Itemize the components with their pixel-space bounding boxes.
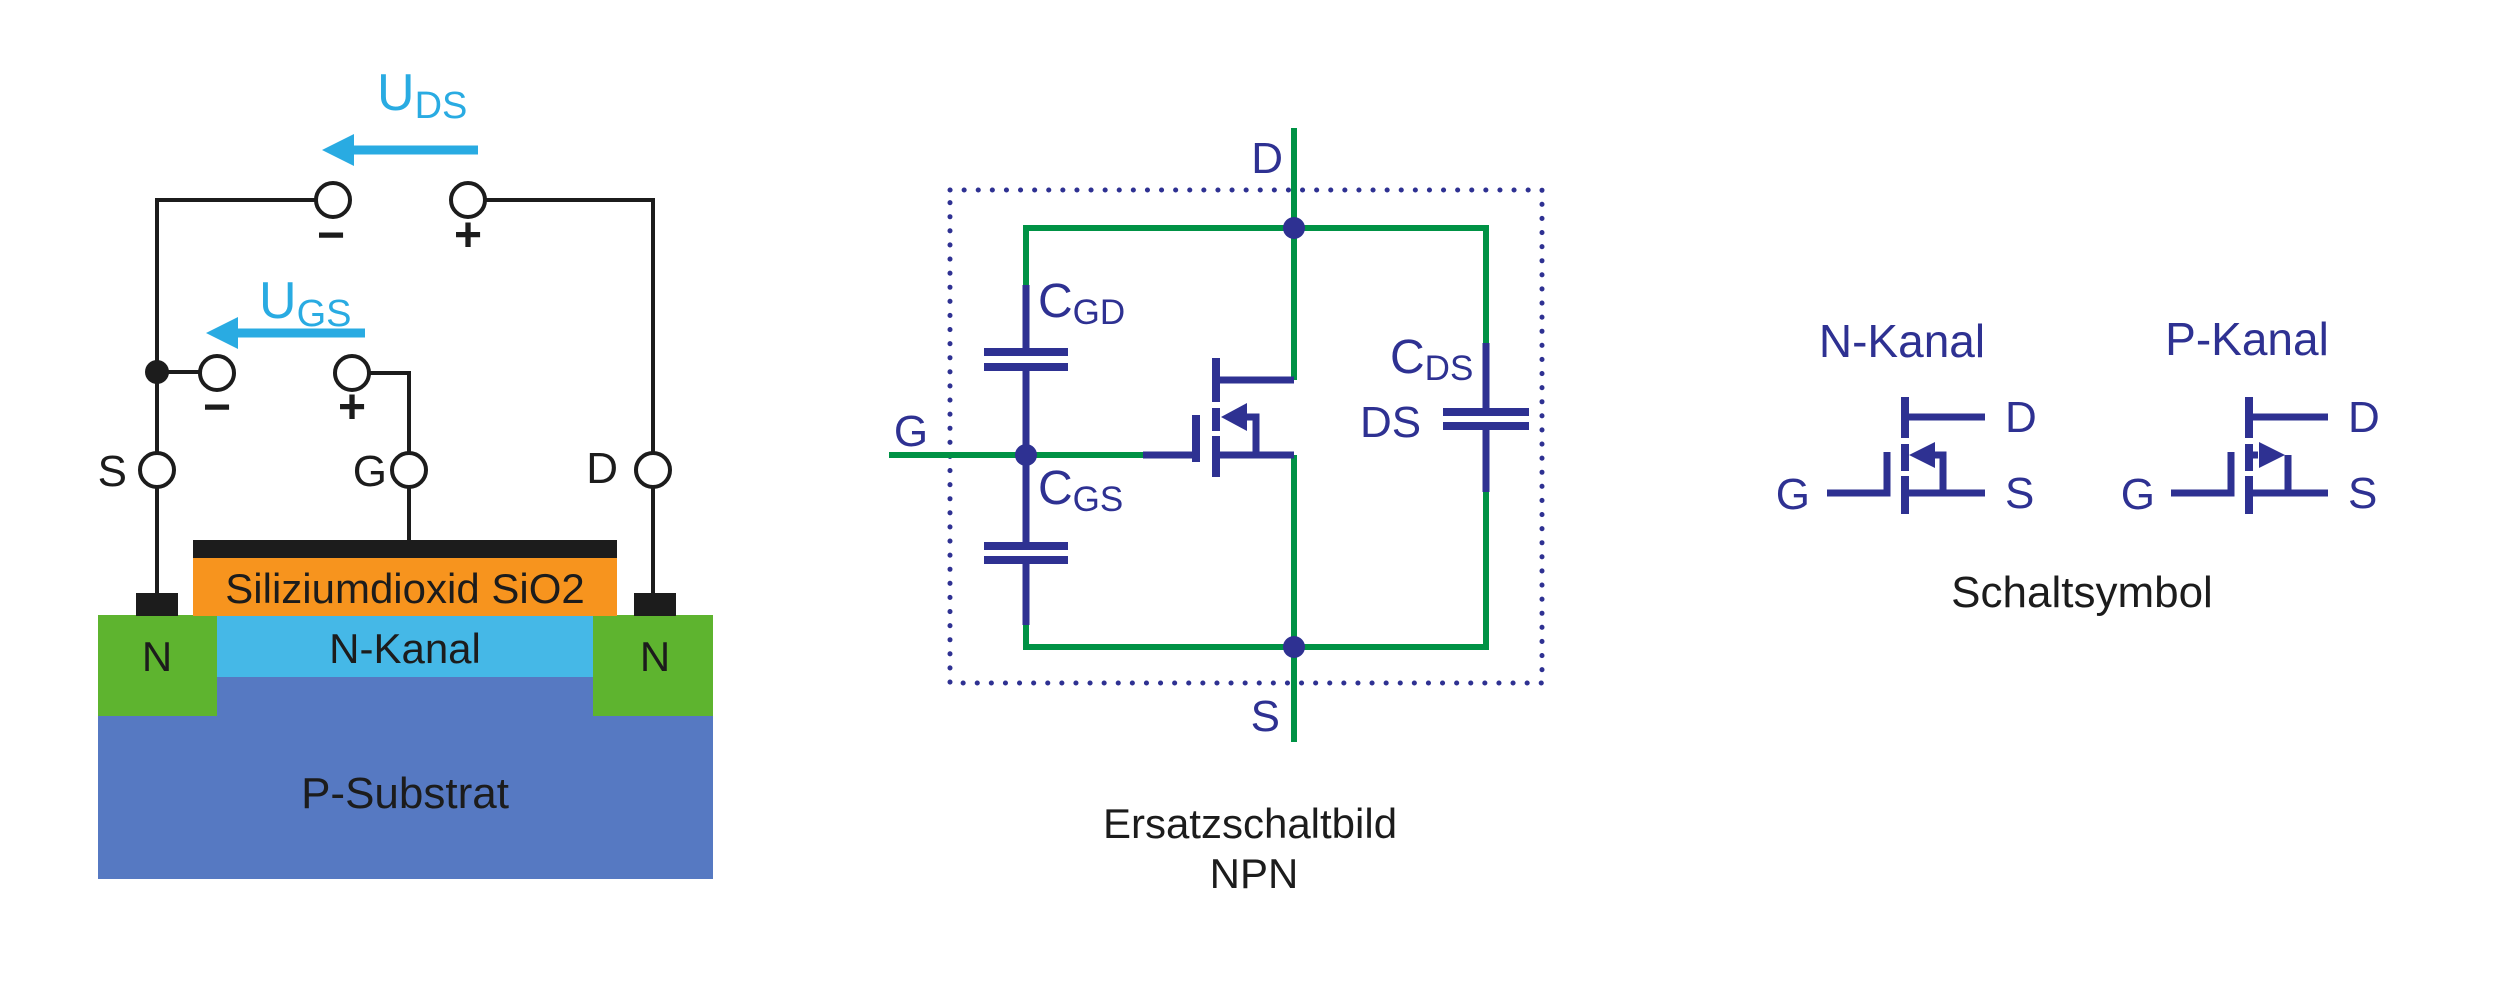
mosfet-structure-diagram: UDS UGS − + − + S G D Siliziumdioxid SiO…: [98, 64, 713, 879]
source-terminal-label: S: [98, 447, 127, 496]
equivalent-circuit-caption-line1: Ersatzschaltbild: [1103, 800, 1397, 847]
drain-terminal-circle: [634, 451, 672, 489]
ugs-minus-sign: −: [203, 381, 231, 434]
drain-node-dot: [1283, 217, 1305, 239]
junction-dot: [145, 360, 169, 384]
cds-capacitor: [1443, 343, 1529, 492]
ugs-plus-wire: [369, 371, 411, 453]
drain-contact-pad: [634, 593, 676, 616]
cgd-capacitor: [984, 285, 1068, 455]
uds-label: UDS: [377, 64, 467, 127]
substrate-label: P-Substrat: [301, 769, 509, 818]
p-body-lead: [2252, 451, 2292, 493]
circuit-symbol-diagram: N-Kanal P-Kanal G D S G D S Schaltsymbo: [1776, 313, 2380, 617]
n-gate-lead: [1827, 452, 1891, 497]
ugs-plus-terminal: [333, 354, 371, 392]
oxide-layer: [193, 558, 617, 616]
source-label: S: [1251, 692, 1280, 741]
ugs-plus-sign: +: [338, 381, 366, 434]
p-gate-lead: [2171, 452, 2235, 497]
uds-minus-sign: −: [317, 209, 345, 262]
cgs-capacitor: [984, 455, 1068, 625]
equivalent-circuit-diagram: D G S CGD CGS CDS DS Ersatzschaltbild NP…: [889, 128, 1545, 897]
ugs-label: UGS: [259, 272, 351, 335]
n-channel-symbol: G D S: [1776, 393, 2037, 519]
gate-electrode-bar: [193, 540, 617, 558]
n-source-label: S: [2005, 469, 2034, 518]
n-region-left-label: N: [142, 633, 172, 680]
dotted-boundary: [947, 187, 1545, 686]
uds-arrowhead-icon: [322, 134, 354, 166]
n-region-right-label: N: [640, 633, 670, 680]
n-body-arrow-icon: [1909, 442, 1935, 468]
mosfet-body-arrow-icon: [1221, 403, 1247, 431]
gate-node-dot: [1015, 444, 1037, 466]
p-gate-label: G: [2121, 470, 2155, 519]
p-drain-label: D: [2348, 393, 2380, 442]
drain-top-wire: [485, 198, 655, 453]
cgd-label: CGD: [1038, 275, 1125, 332]
uds-plus-terminal: [449, 181, 487, 219]
source-terminal-circle: [138, 451, 176, 489]
cds-secondary-label: DS: [1360, 398, 1421, 447]
ugs-minus-terminal: [198, 354, 236, 392]
p-channel-symbol: G D S: [2121, 393, 2380, 519]
p-channel-title: P-Kanal: [2165, 313, 2329, 365]
top-rail-wire: [1023, 225, 1489, 343]
n-channel-layer-label: N-Kanal: [329, 625, 481, 672]
n-region-right: [593, 615, 713, 716]
equivalent-circuit-caption-line2: NPN: [1210, 850, 1299, 897]
ugs-arrow: [206, 317, 365, 349]
n-gate-label: G: [1776, 470, 1810, 519]
uds-minus-terminal: [314, 181, 352, 219]
cds-label: CDS: [1390, 331, 1473, 388]
uds-arrow: [322, 134, 478, 166]
oxide-layer-label: Siliziumdioxid SiO2: [225, 565, 584, 612]
drain-label: D: [1251, 134, 1283, 183]
uds-plus-sign: +: [454, 209, 482, 262]
gate-label: G: [894, 407, 928, 456]
n-channel-title: N-Kanal: [1819, 315, 1985, 367]
source-node-dot: [1283, 636, 1305, 658]
circuit-symbols-caption: Schaltsymbol: [1951, 568, 2213, 617]
gate-terminal-label: G: [353, 447, 387, 496]
n-drain-label: D: [2005, 393, 2037, 442]
n-channel-layer: [217, 616, 593, 677]
n-body-lead: [1934, 451, 1947, 493]
drain-terminal-label: D: [586, 444, 618, 493]
source-contact-pad: [136, 593, 178, 616]
gate-terminal-circle: [390, 451, 428, 489]
n-region-left: [98, 615, 217, 716]
mosfet-symbol: [1143, 358, 1294, 477]
ugs-arrowhead-icon: [206, 317, 238, 349]
p-body-arrow-icon: [2259, 442, 2285, 468]
p-source-label: S: [2348, 469, 2377, 518]
bottom-rail-wire: [1023, 492, 1489, 650]
cgs-label: CGS: [1038, 462, 1123, 519]
